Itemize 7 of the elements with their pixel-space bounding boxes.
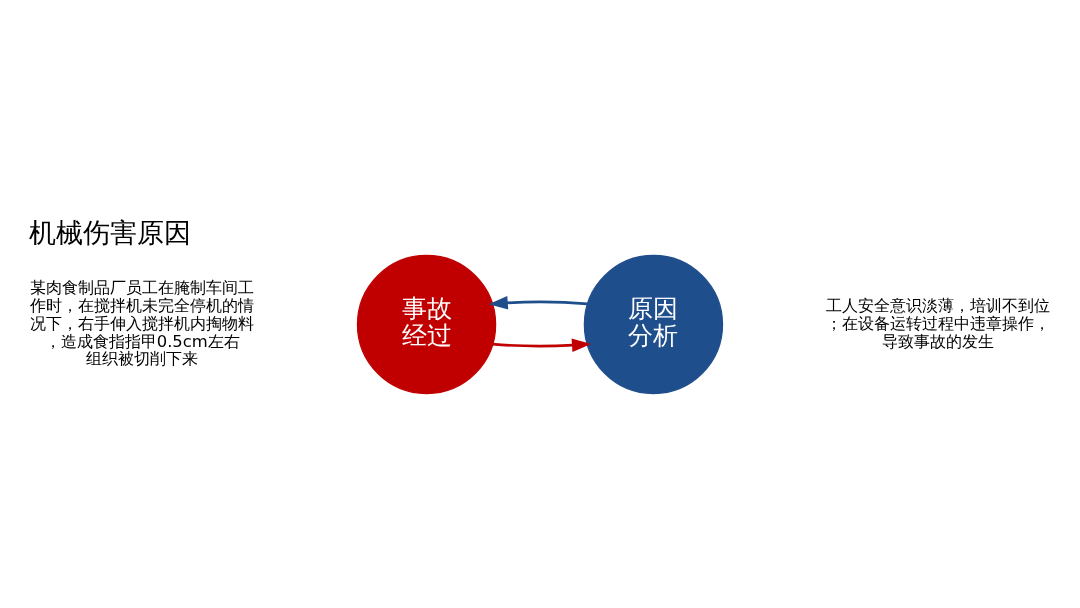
arrow bbox=[492, 338, 592, 352]
label: 某肉食制品厂员工在腌制车间工作时，在搅拌机未完全停机的情况下，右手伸入搅拌机内掏物料，造成食指指甲0.5cm左右组织被切削下来 bbox=[30, 278, 255, 369]
node-circle: 原因分析 bbox=[583, 254, 724, 395]
label: 工人安全意识淡薄，培训不到位；在设备运转过程中违章操作，导致事故的发生 bbox=[825, 295, 1050, 351]
node-circle: 事故经过 bbox=[356, 254, 497, 395]
diagram-title: 机械伤害原因 bbox=[29, 216, 192, 248]
arrow bbox=[488, 296, 588, 310]
